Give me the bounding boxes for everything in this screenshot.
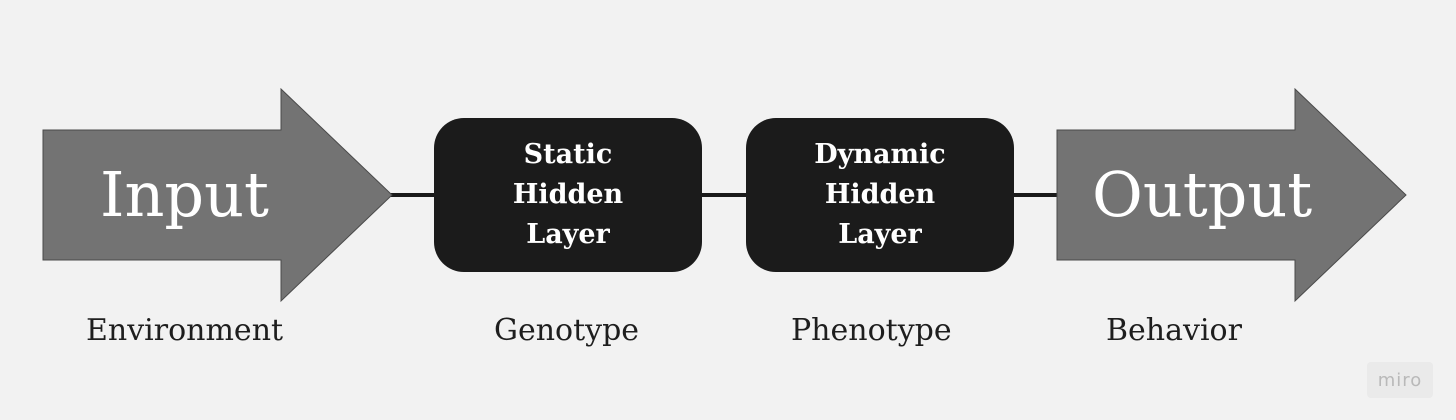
miro-watermark: miro xyxy=(1367,362,1433,398)
input-arrow-shape xyxy=(42,88,393,303)
static-hidden-layer-label: Static Hidden Layer xyxy=(512,139,624,250)
static-hidden-layer-box: Static Hidden Layer xyxy=(434,118,702,272)
output-arrow: Output xyxy=(1056,88,1408,304)
connector-input-static xyxy=(390,193,440,197)
output-arrow-shape xyxy=(1056,88,1407,303)
dynamic-hidden-layer-box: Dynamic Hidden Layer xyxy=(746,118,1014,272)
connector-dynamic-output xyxy=(1012,193,1062,197)
caption-genotype: Genotype xyxy=(494,313,640,348)
miro-watermark-label: miro xyxy=(1377,369,1423,391)
caption-phenotype: Phenotype xyxy=(791,313,952,348)
connector-static-dynamic xyxy=(700,193,750,197)
dynamic-hidden-layer-label: Dynamic Hidden Layer xyxy=(814,139,946,250)
output-label: Output xyxy=(1092,158,1313,231)
caption-behavior: Behavior xyxy=(1106,313,1242,348)
caption-environment: Environment xyxy=(86,313,284,348)
input-arrow: Input xyxy=(42,88,394,304)
input-label: Input xyxy=(100,158,269,231)
